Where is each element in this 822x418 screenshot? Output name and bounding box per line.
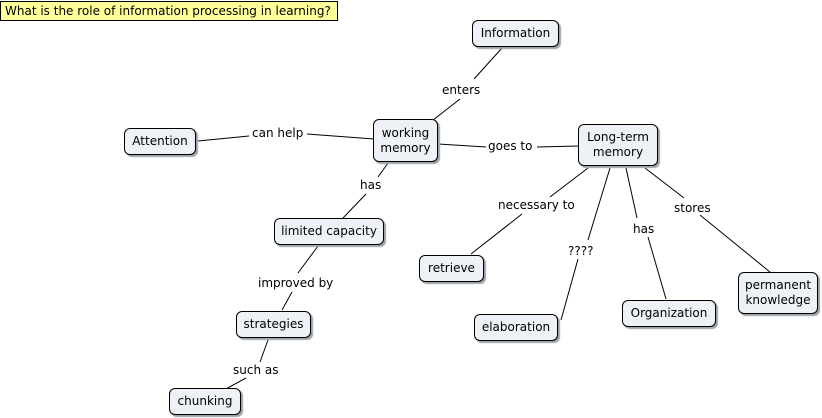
link-label-such-as: such as	[232, 363, 280, 377]
edge-working-memory-has	[377, 162, 389, 178]
edge-has-organization	[647, 236, 667, 300]
node-permanent-knowledge[interactable]: permanent knowledge	[738, 272, 818, 314]
node-information[interactable]: Information	[472, 20, 559, 47]
edge-working-memory-goes-to	[437, 143, 487, 148]
link-label-question-marks: ????	[567, 244, 595, 258]
node-organization[interactable]: Organization	[622, 300, 716, 327]
focus-question: What is the role of information processi…	[0, 1, 338, 21]
edge-stores-permanent-knowledge	[699, 214, 771, 273]
node-attention[interactable]: Attention	[124, 128, 196, 155]
node-limited-capacity[interactable]: limited capacity	[274, 218, 384, 245]
edge-strategies-such-as	[259, 339, 269, 363]
edge-limited-capacity-improved-by	[297, 245, 319, 274]
edge-improved-by-strategies	[281, 291, 293, 311]
node-working-memory[interactable]: working memory	[373, 119, 438, 162]
link-label-has-organization: has	[632, 222, 656, 236]
edge-goes-to-long-term-memory	[536, 145, 580, 148]
node-strategies[interactable]: strategies	[236, 311, 311, 338]
edge-long-term-memory-stores	[644, 167, 685, 199]
edge-long-term-memory-question-marks	[587, 167, 611, 241]
edge-question-marks-elaboration	[560, 258, 579, 321]
node-retrieve[interactable]: retrieve	[419, 255, 484, 282]
link-label-necessary-to: necessary to	[497, 198, 576, 212]
link-label-enters: enters	[441, 83, 482, 97]
node-long-term-memory[interactable]: Long-term memory	[578, 124, 658, 166]
edge-long-term-memory-necessary-to	[549, 167, 589, 198]
link-label-goes-to: goes to	[487, 139, 534, 153]
link-label-stores: stores	[673, 201, 712, 215]
edge-attention-can-help	[197, 135, 250, 142]
edge-can-help-working-memory	[306, 133, 375, 140]
edge-information-enters	[473, 47, 503, 80]
node-elaboration[interactable]: elaboration	[474, 314, 558, 341]
node-chunking[interactable]: chunking	[169, 388, 241, 415]
link-label-improved-by: improved by	[257, 276, 335, 290]
link-label-can-help: can help	[251, 126, 305, 140]
edge-necessary-to-retrieve	[470, 213, 523, 255]
edge-has-limited-capacity	[342, 193, 367, 219]
link-label-has-limited: has	[359, 178, 383, 192]
edge-long-term-memory-has	[625, 167, 638, 219]
